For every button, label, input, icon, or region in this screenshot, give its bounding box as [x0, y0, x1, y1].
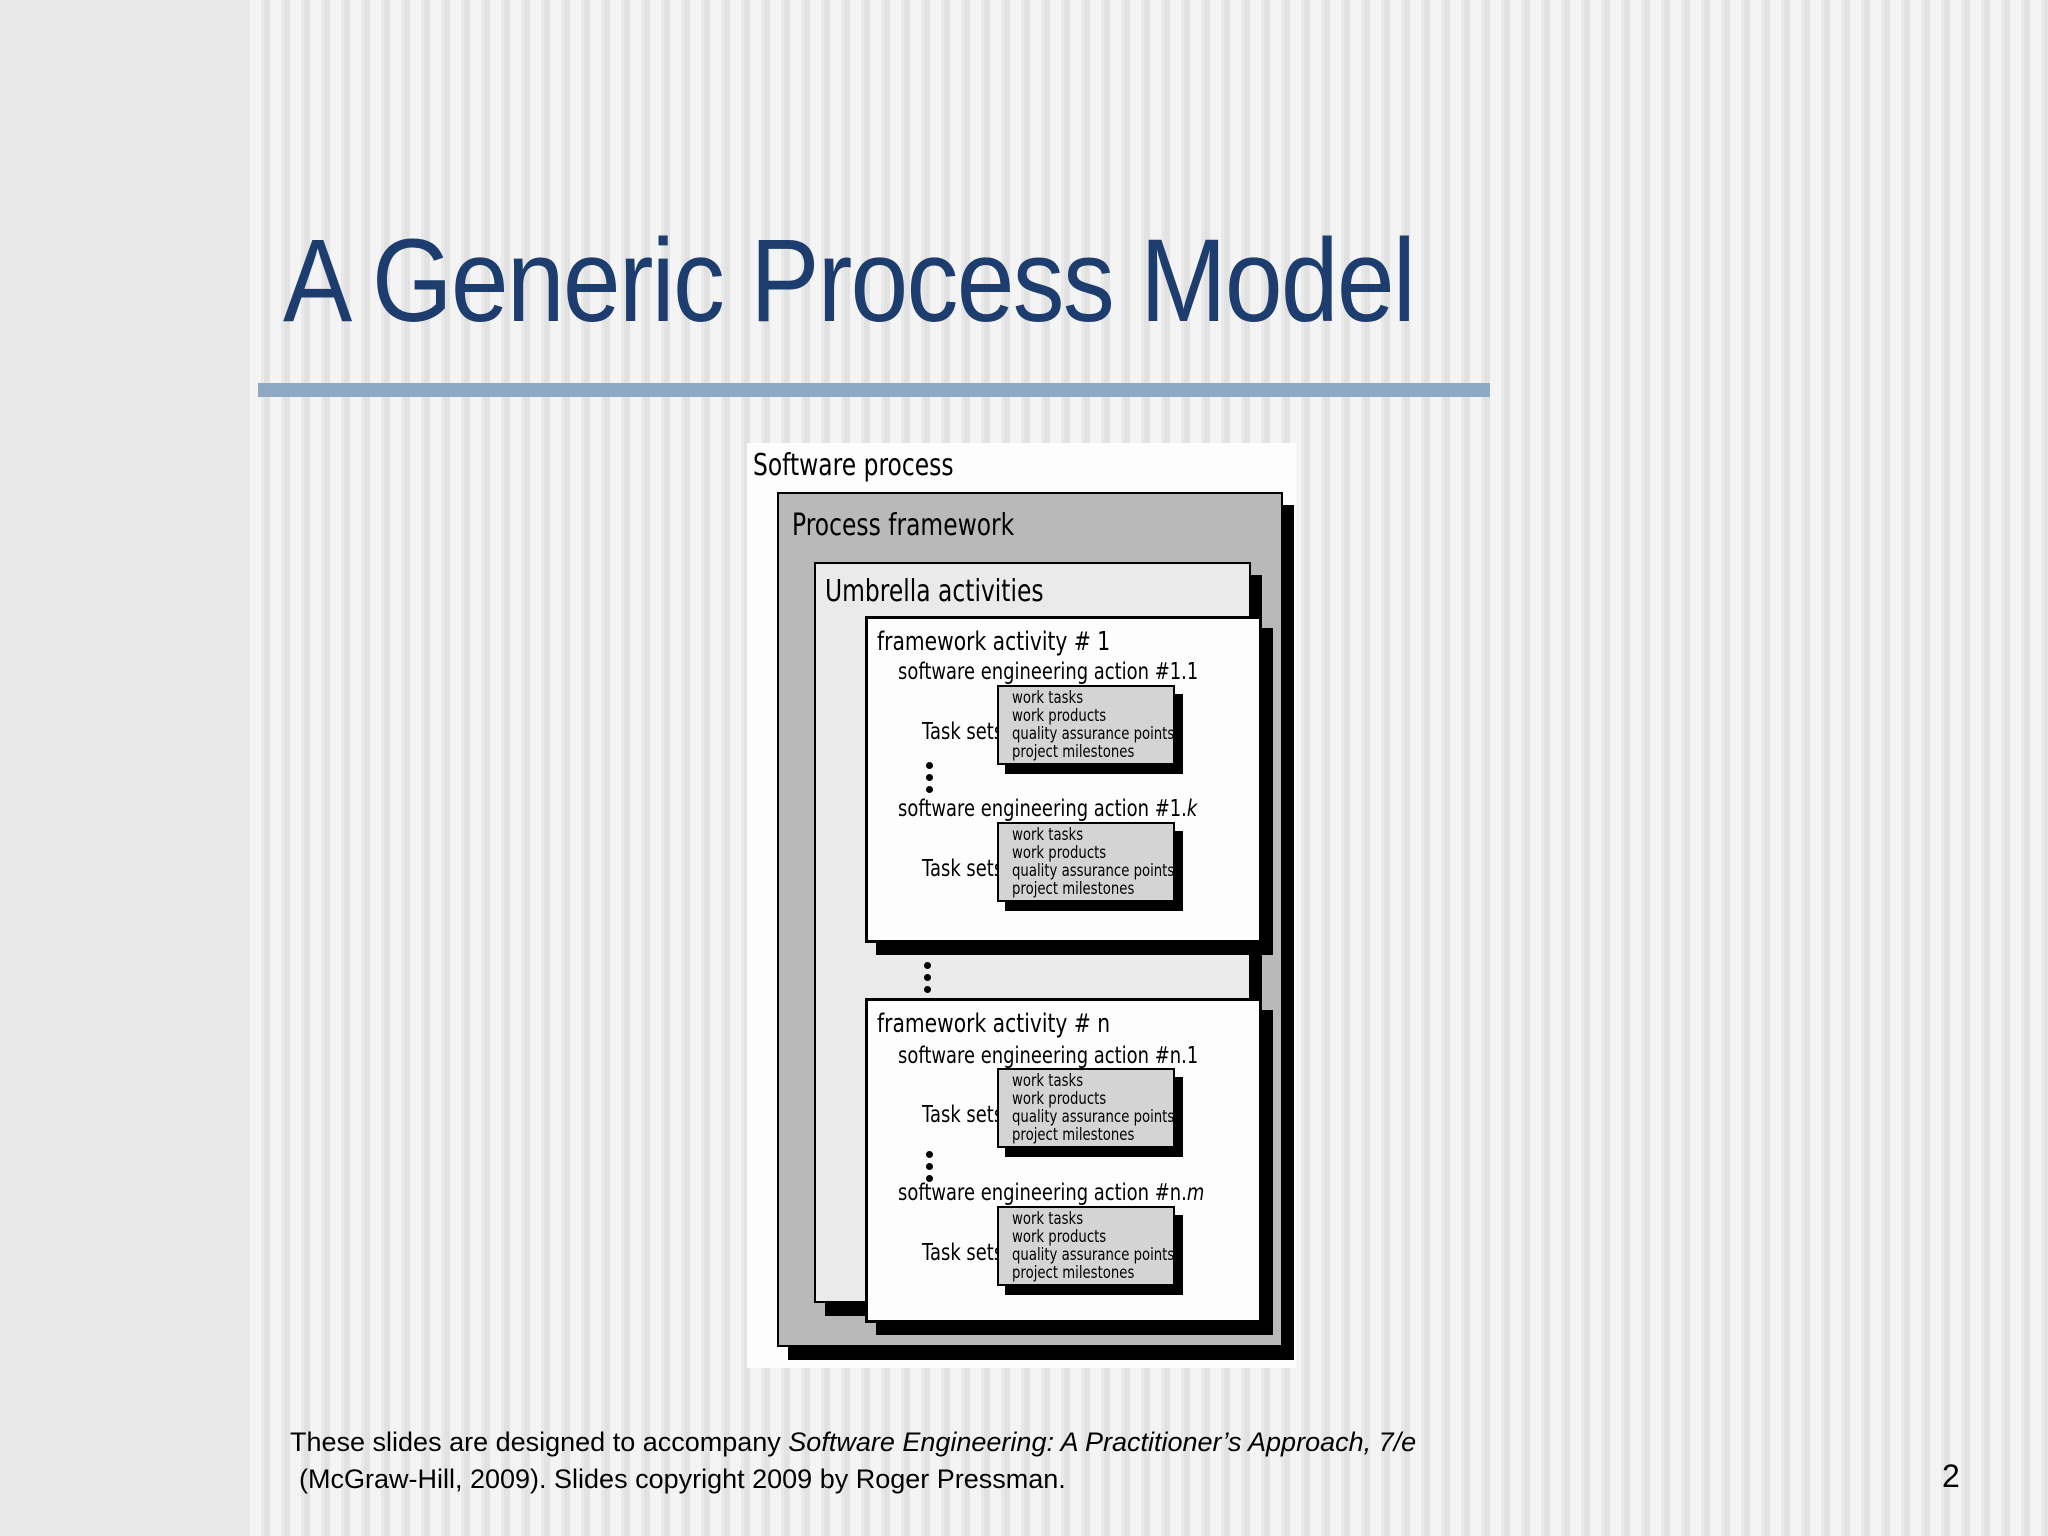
task-line-work-tasks: work tasks — [1012, 688, 1084, 708]
vertical-ellipsis-icon — [926, 1151, 934, 1187]
umbrella-activities-label: Umbrella activities — [825, 574, 1044, 609]
task-set-box-1: work tasks work products quality assuran… — [997, 685, 1175, 765]
action-text: software engineering action #1.1 — [898, 659, 1199, 685]
task-set-box-4: work tasks work products quality assuran… — [997, 1206, 1175, 1286]
software-process-label: Software process — [753, 448, 954, 483]
task-line-work-products: work products — [1012, 843, 1107, 863]
task-line-work-products: work products — [1012, 1089, 1107, 1109]
vertical-ellipsis-icon — [924, 962, 932, 998]
task-line-work-tasks: work tasks — [1012, 1209, 1084, 1229]
slide-title: A Generic Process Model — [283, 215, 1416, 347]
action-text: software engineering action #n. — [898, 1180, 1187, 1206]
software-process-diagram: Software process Process framework Umbre… — [747, 443, 1296, 1368]
task-sets-label-3: Task sets — [922, 1102, 1004, 1128]
task-line-work-tasks: work tasks — [1012, 825, 1084, 845]
task-line-work-products: work products — [1012, 706, 1107, 726]
task-line-work-tasks: work tasks — [1012, 1071, 1084, 1091]
title-underline-rule — [258, 383, 1490, 397]
task-set-box-3: work tasks work products quality assuran… — [997, 1068, 1175, 1148]
task-line-quality-assurance-points: quality assurance points — [1012, 1245, 1175, 1265]
task-sets-label-2: Task sets — [922, 856, 1004, 882]
task-line-project-milestones: project milestones — [1012, 879, 1135, 899]
framework-activity-1-box: framework activity # 1 software engineer… — [865, 616, 1262, 943]
footer-book-title: Software Engineering: A Practitioner’s A… — [788, 1427, 1417, 1457]
task-sets-label-1: Task sets — [922, 719, 1004, 745]
action-italic-suffix: m — [1186, 1180, 1205, 1206]
task-line-work-products: work products — [1012, 1227, 1107, 1247]
action-italic-suffix: k — [1186, 796, 1198, 822]
footer-credit: These slides are designed to accompany S… — [290, 1424, 1416, 1498]
footer-text-regular: These slides are designed to accompany — [290, 1427, 789, 1457]
software-engineering-action-n-m-label: software engineering action #n.m — [898, 1180, 1204, 1206]
action-text: software engineering action #1. — [898, 796, 1187, 822]
framework-activity-n-label: framework activity # n — [877, 1009, 1111, 1039]
task-sets-label-4: Task sets — [922, 1240, 1004, 1266]
page-number: 2 — [1942, 1458, 1960, 1494]
task-line-quality-assurance-points: quality assurance points — [1012, 724, 1175, 744]
action-text: software engineering action #n.1 — [898, 1043, 1199, 1069]
framework-activity-n-box: framework activity # n software engineer… — [865, 998, 1262, 1323]
process-framework-label: Process framework — [792, 508, 1015, 543]
framework-activity-1-label: framework activity # 1 — [877, 627, 1111, 657]
footer-line-1: These slides are designed to accompany S… — [290, 1424, 1416, 1461]
software-engineering-action-1-k-label: software engineering action #1.k — [898, 796, 1197, 822]
task-line-project-milestones: project milestones — [1012, 742, 1135, 762]
vertical-ellipsis-icon — [926, 762, 934, 798]
software-engineering-action-n-1-label: software engineering action #n.1 — [898, 1043, 1198, 1069]
task-line-project-milestones: project milestones — [1012, 1263, 1135, 1283]
task-set-box-2: work tasks work products quality assuran… — [997, 822, 1175, 902]
footer-line-2: (McGraw-Hill, 2009). Slides copyright 20… — [299, 1464, 1066, 1494]
task-line-quality-assurance-points: quality assurance points — [1012, 861, 1175, 881]
task-line-project-milestones: project milestones — [1012, 1125, 1135, 1145]
software-engineering-action-1-1-label: software engineering action #1.1 — [898, 659, 1198, 685]
task-line-quality-assurance-points: quality assurance points — [1012, 1107, 1175, 1127]
